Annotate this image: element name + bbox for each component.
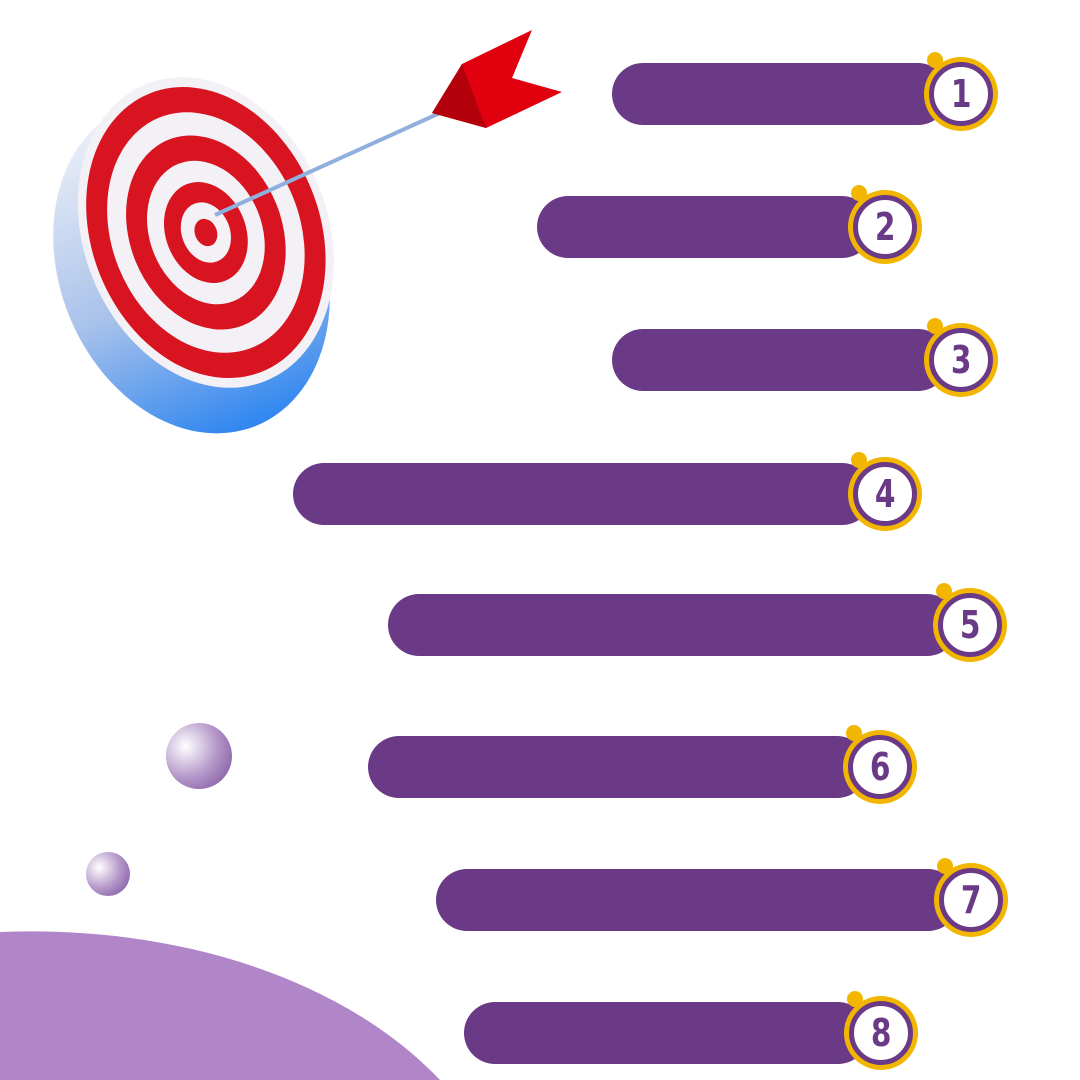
decor-sphere-large [166,723,232,789]
background-blob [0,931,440,1080]
badge-dot [851,452,867,468]
step-number: 3 [950,338,972,382]
decor-sphere-small [86,852,130,896]
step-number: 4 [874,472,896,516]
step-badge-6: 6 [848,735,912,799]
step-badge-2: 2 [853,195,917,259]
step-bar-5 [388,594,958,656]
step-badge-8: 8 [849,1001,913,1065]
step-bar-2 [537,196,873,258]
step-number: 2 [874,205,896,249]
arrow-icon [214,30,562,217]
badge-dot [936,583,952,599]
step-bar-4 [293,463,873,525]
badge-dot [927,52,943,68]
step-badge-1: 1 [929,62,993,126]
step-badge-5: 5 [938,593,1002,657]
step-number: 7 [960,878,982,922]
badge-dot [851,185,867,201]
step-bar-1 [612,63,949,125]
target-icon [53,77,334,434]
step-number: 8 [870,1011,892,1055]
step-badge-3: 3 [929,328,993,392]
step-badge-4: 4 [853,462,917,526]
badge-dot [937,858,953,874]
step-number: 6 [869,745,891,789]
step-number: 5 [959,603,981,647]
step-bar-8 [464,1002,869,1064]
step-bar-6 [368,736,868,798]
badge-dot [927,318,943,334]
step-bar-3 [612,329,949,391]
step-badge-7: 7 [939,868,1003,932]
step-number: 1 [950,72,972,116]
badge-dot [847,991,863,1007]
badge-dot [846,725,862,741]
step-bar-7 [436,869,959,931]
